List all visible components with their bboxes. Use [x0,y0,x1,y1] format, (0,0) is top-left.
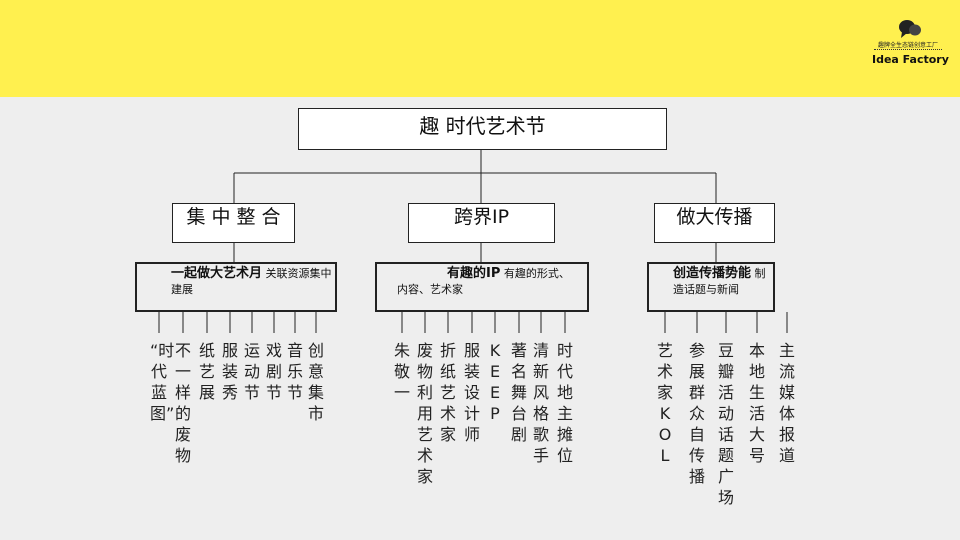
leaf-item: 创意集市 [307,341,324,423]
summary-title: 创造传播势能 [673,266,752,281]
leaf-item: 服装设计师 [463,341,480,444]
leaf-item: 废物利用艺术家 [416,341,433,486]
leaf-item: 豆瓣活动话题广场 [717,341,734,507]
leaf-item: 服装秀 [221,341,238,402]
leaf-item: 折纸艺术家 [439,341,456,444]
leaf-item: 戏剧节 [265,341,282,402]
logo-chinese-text: 趣牌全生态链创意工厂 [877,42,938,49]
leaf-item: 时代地主摊位 [556,341,573,465]
summary-title: 有趣的IP [447,266,501,281]
branch-amplify-spread: 做大传播 [654,203,775,243]
summary-text: 有趣的形式、内容、艺术家 [397,267,570,296]
logo-divider [874,49,942,52]
summary-art-month: 一起做大艺术月 关联资源集中 建展 [135,262,337,312]
branch-integration: 集 中 整 合 [172,203,295,243]
leaf-item: 本地生活大号 [748,341,765,465]
branch-crossover-ip: 跨界IP [408,203,555,243]
header-band [0,0,960,97]
summary-text: 制造话题与新闻 [673,267,766,296]
leaf-item: 参展群众自传播 [688,341,705,486]
leaf-item: 主流媒体报道 [778,341,795,465]
summary-fun-ip: 有趣的IP 有趣的形式、内容、艺术家 [375,262,589,312]
leaf-item: 著名舞台剧 [510,341,527,444]
leaf-item: 艺术家KOL [656,341,673,465]
leaf-item: 运动节 [243,341,260,402]
leaf-item: 音乐节 [286,341,303,402]
logo-english-text: Idea Factory [872,53,949,66]
idea-factory-logo: 趣牌全生态链创意工厂 Idea Factory [872,18,949,70]
speech-bubbles-icon [899,20,921,38]
summary-title: 一起做大艺术月 [171,266,263,281]
root-node: 趣 时代艺术节 [298,108,667,150]
leaf-item: 清新风格歌手 [532,341,549,465]
leaf-item: 不一样的废物 [174,341,191,465]
leaf-item: KEEP [489,341,501,423]
summary-text: 关联资源集中 建展 [171,267,332,296]
leaf-item: 朱敬一 [393,341,410,402]
leaf-item: 纸艺展 [198,341,215,402]
summary-spread-momentum: 创造传播势能 制造话题与新闻 [647,262,775,312]
leaf-item: “时代蓝图” [150,341,175,423]
